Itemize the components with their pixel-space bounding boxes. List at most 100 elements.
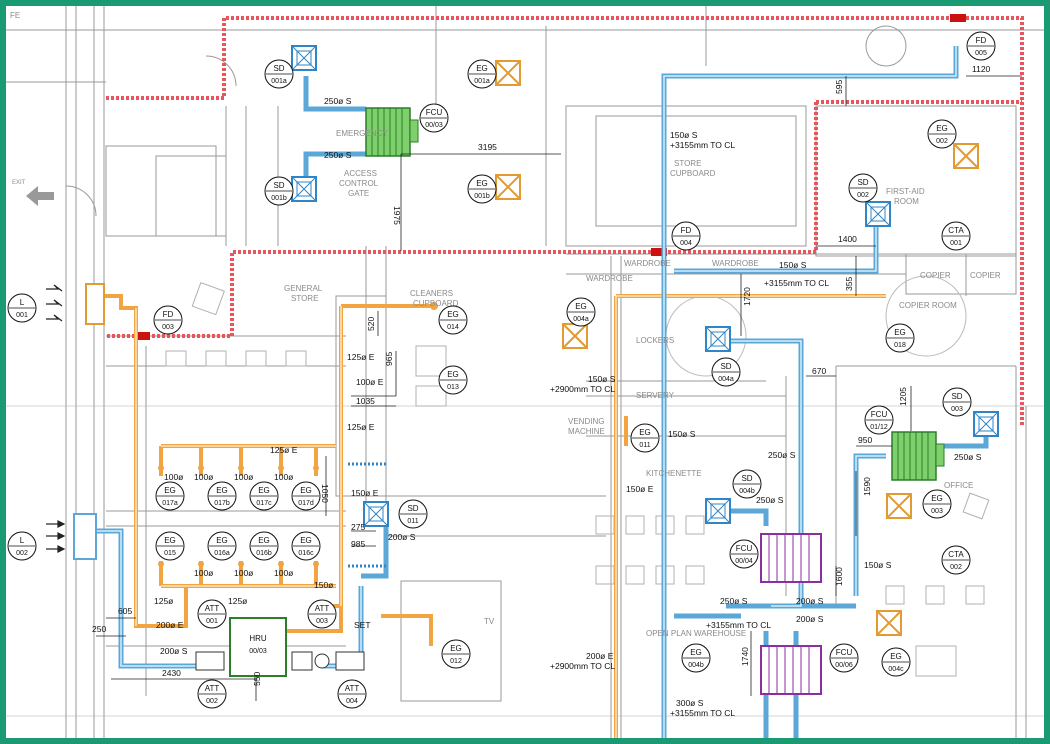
tag-number: 001 bbox=[206, 618, 218, 625]
lightning-icons bbox=[46, 284, 66, 553]
note: 275 bbox=[351, 522, 365, 532]
tag-number: 003 bbox=[951, 406, 963, 413]
note: +3155mm TO CL bbox=[764, 278, 829, 288]
note: 1400 bbox=[838, 234, 857, 244]
note: 200ø S bbox=[388, 532, 416, 542]
note: +2900mm TO CL bbox=[550, 384, 615, 394]
tag-type: EG bbox=[447, 310, 459, 319]
tag-fcu0112: FCU 01/12 bbox=[864, 405, 894, 435]
note: 100ø bbox=[194, 568, 213, 578]
note: 150ø S bbox=[588, 374, 616, 384]
tag-number: 00/03 bbox=[425, 122, 443, 129]
fan-coil-units bbox=[229, 107, 945, 677]
supply-diffusers bbox=[291, 45, 999, 527]
diffuser-sd011 bbox=[363, 501, 389, 527]
tag-type: EG bbox=[164, 536, 176, 545]
room-exit: EXIT bbox=[12, 180, 26, 186]
note: SET bbox=[354, 620, 371, 630]
tag-number: 001b bbox=[271, 195, 287, 202]
tag-type: FD bbox=[163, 310, 174, 319]
tag-number: 001a bbox=[271, 78, 287, 85]
tag-number: 004 bbox=[680, 240, 692, 247]
tag-sd011: SD 011 bbox=[398, 499, 428, 529]
diffuser-sd001b bbox=[291, 176, 317, 202]
tag-type: EG bbox=[450, 644, 462, 653]
tag-fcu003: FCU 00/03 bbox=[419, 103, 449, 133]
tag-number: 002 bbox=[206, 698, 218, 705]
room-open-plan: OPEN PLAN WAREHOUSE bbox=[646, 629, 746, 638]
tag-type: EG bbox=[164, 486, 176, 495]
note: 100ø bbox=[164, 472, 183, 482]
tag-type: EG bbox=[894, 328, 906, 337]
room-emergency: EMERGENCY bbox=[336, 129, 388, 138]
note: 100ø bbox=[274, 568, 293, 578]
tag-type: EG bbox=[300, 486, 312, 495]
exhaust-grilles bbox=[85, 60, 979, 636]
note: 950 bbox=[858, 435, 872, 445]
room-copier-1: COPIER bbox=[920, 271, 951, 280]
tag-type: SD bbox=[407, 504, 418, 513]
room-wardrobe-2: WARDROBE bbox=[624, 259, 671, 268]
tag-type: L bbox=[20, 536, 25, 545]
supply-ducts bbox=[86, 46, 989, 738]
tag-eg011: EG 011 bbox=[630, 423, 660, 453]
tag-number: 011 bbox=[407, 518, 418, 525]
note: 200ø S bbox=[796, 614, 824, 624]
note: 200ø S bbox=[160, 646, 188, 656]
note: 250ø S bbox=[954, 452, 982, 462]
tag-number: 017d bbox=[298, 500, 314, 507]
tag-type: EG bbox=[890, 652, 902, 661]
tag-number: 004a bbox=[718, 376, 734, 383]
tag-number: 011 bbox=[639, 442, 650, 449]
note: 965 bbox=[384, 352, 394, 366]
exit-arrow-icon bbox=[26, 186, 54, 206]
room-wardrobe-1: WARDROBE bbox=[586, 274, 633, 283]
attenuator-boxes bbox=[195, 651, 365, 671]
tag-type: FCU bbox=[871, 410, 888, 419]
note: 200ø E bbox=[156, 620, 184, 630]
room-fe: FE bbox=[10, 11, 20, 20]
tag-number: 002 bbox=[857, 192, 869, 199]
tag-type: EG bbox=[258, 486, 270, 495]
note: 550 bbox=[252, 672, 262, 686]
dimension-notes: 250ø S 250ø S 3195 1975 595 1120 150ø S … bbox=[92, 64, 991, 718]
tag-number: 01/12 bbox=[870, 424, 888, 431]
tag-number: 003 bbox=[316, 618, 328, 625]
tag-type: FCU bbox=[426, 108, 443, 117]
note: 670 bbox=[812, 366, 826, 376]
note: 125ø E bbox=[347, 422, 375, 432]
exhaust-duct-inner bbox=[135, 295, 886, 738]
tag-type: ATT bbox=[345, 684, 360, 693]
note: 595 bbox=[834, 80, 844, 94]
tag-number: 015 bbox=[164, 550, 176, 557]
tag-type: EG bbox=[639, 428, 651, 437]
room-tv: TV bbox=[484, 617, 495, 626]
note: 1740 bbox=[740, 647, 750, 666]
room-wardrobe-3: WARDROBE bbox=[712, 259, 759, 268]
tag-number: 012 bbox=[450, 658, 462, 665]
room-servery: SERVERY bbox=[636, 391, 675, 400]
tag-type: EG bbox=[931, 494, 943, 503]
tag-type: FCU bbox=[736, 544, 753, 553]
tag-type: EG bbox=[447, 370, 459, 379]
